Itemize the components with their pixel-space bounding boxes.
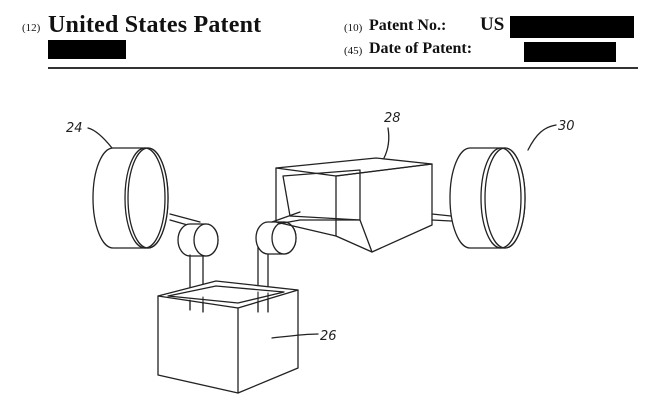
redacted-inventor-name <box>48 40 126 59</box>
oven-leader-line <box>383 127 390 159</box>
kind-code: (12) <box>22 22 41 34</box>
date-of-patent-label: Date of Patent: <box>369 40 473 57</box>
ref-numeral-takeup-roll: 30 <box>558 119 575 134</box>
document-title: United States Patent <box>48 12 262 38</box>
redacted-patent-number <box>510 16 634 38</box>
redacted-date <box>524 42 616 62</box>
right-guide-roller <box>255 221 297 255</box>
tank-leader-line <box>271 333 319 339</box>
supply-leader-line <box>87 127 113 149</box>
figure-svg: 24 26 28 30 <box>66 111 575 394</box>
patent-number-code: (10) <box>344 22 363 34</box>
patent-header: (12) United States Patent (10) Patent No… <box>0 0 650 70</box>
patent-number-label: Patent No.: <box>369 17 447 34</box>
ref-numeral-supply-roll: 24 <box>66 121 83 136</box>
header-rule <box>48 67 638 69</box>
takeup-leader-line <box>527 124 557 151</box>
drying-oven <box>275 157 433 253</box>
ref-numeral-oven: 28 <box>384 111 401 126</box>
coating-tank <box>157 280 299 394</box>
date-code: (45) <box>344 45 363 57</box>
ref-numeral-tank: 26 <box>320 329 337 344</box>
takeup-roll <box>449 147 526 249</box>
supply-roll <box>92 147 169 249</box>
patent-number-prefix: US <box>480 14 505 35</box>
patent-drawing: 24 26 28 30 <box>0 80 650 411</box>
left-guide-roller <box>177 223 219 257</box>
